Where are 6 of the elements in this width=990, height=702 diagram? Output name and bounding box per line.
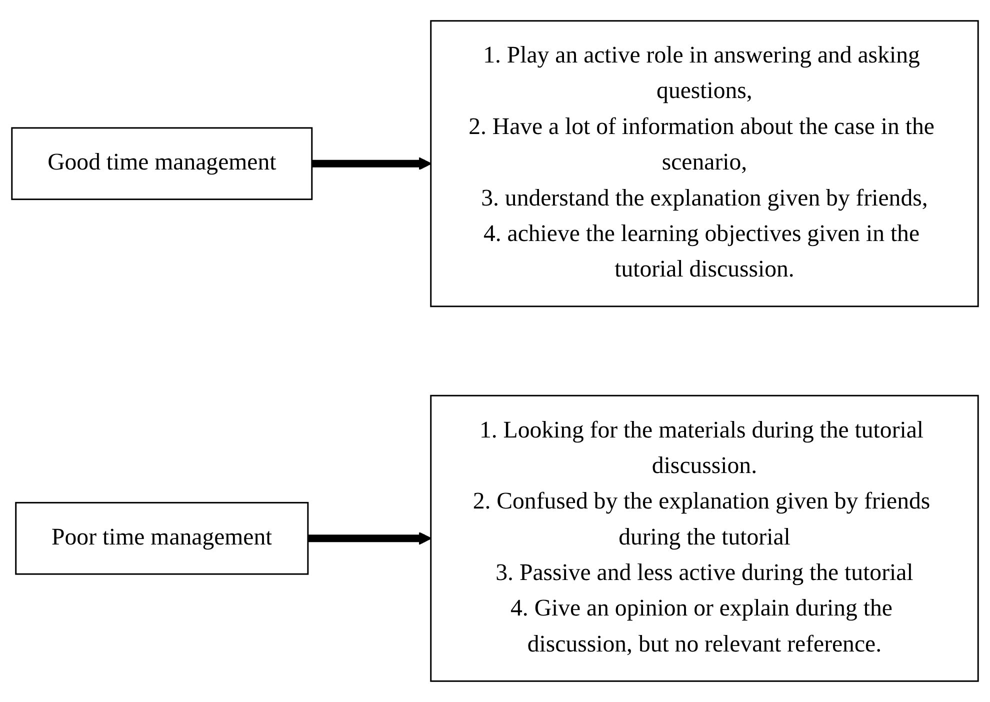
node-box: 1. Looking for the materials during the tutorial discussion. 2. Confused by the explanation given by friends during the tutorial 3. Passive and less active during the tutorial 4. Give an opinion or explain during the discussion, but no relevant reference. — [430, 394, 979, 682]
arrow — [312, 157, 432, 170]
node-box: 1. Play an active role in answering and asking questions, 2. Have a lot of information about the case in the scenario, 3. understand the explanation given by friends, 4. achieve the learning objectives given in the tutorial discussion. — [430, 20, 979, 308]
node-box: Poor time management — [15, 502, 309, 575]
node-box: Good time management — [11, 127, 313, 200]
arrow — [308, 532, 432, 545]
